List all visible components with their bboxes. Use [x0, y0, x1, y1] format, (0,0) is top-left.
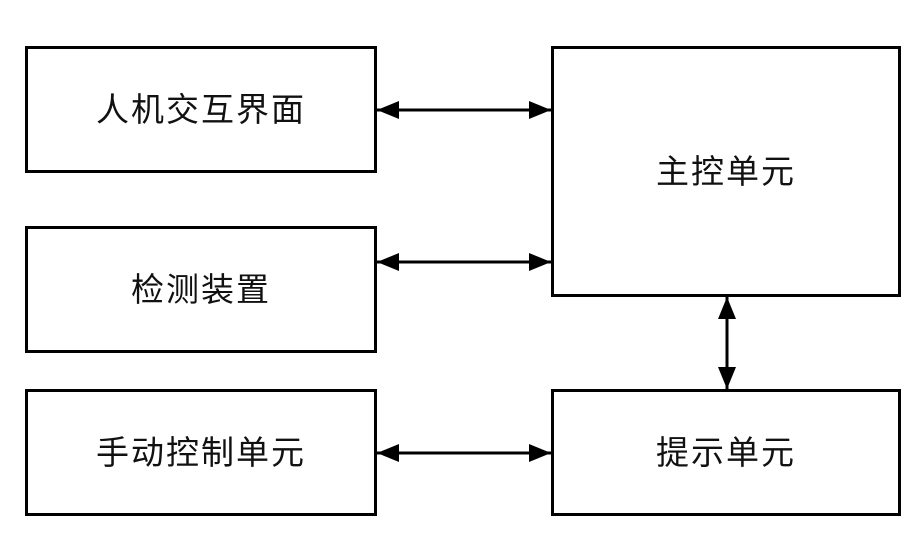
node-detection[interactable]: 检测装置 — [25, 226, 377, 353]
connector-hmi-main-control — [363, 96, 565, 124]
connector-detection-main-control — [363, 248, 565, 276]
node-main-control-label: 主控单元 — [656, 152, 796, 191]
node-detection-label: 检测装置 — [131, 270, 271, 309]
node-prompt-unit-label: 提示单元 — [656, 433, 796, 472]
node-manual-control[interactable]: 手动控制单元 — [25, 389, 377, 516]
node-manual-control-label: 手动控制单元 — [96, 433, 306, 472]
connector-main-control-prompt-unit — [713, 283, 741, 403]
node-hmi-label: 人机交互界面 — [96, 90, 306, 129]
node-hmi[interactable]: 人机交互界面 — [25, 46, 377, 173]
node-main-control[interactable]: 主控单元 — [551, 46, 901, 297]
node-prompt-unit[interactable]: 提示单元 — [551, 389, 901, 516]
connector-manual-control-prompt-unit — [363, 439, 565, 467]
